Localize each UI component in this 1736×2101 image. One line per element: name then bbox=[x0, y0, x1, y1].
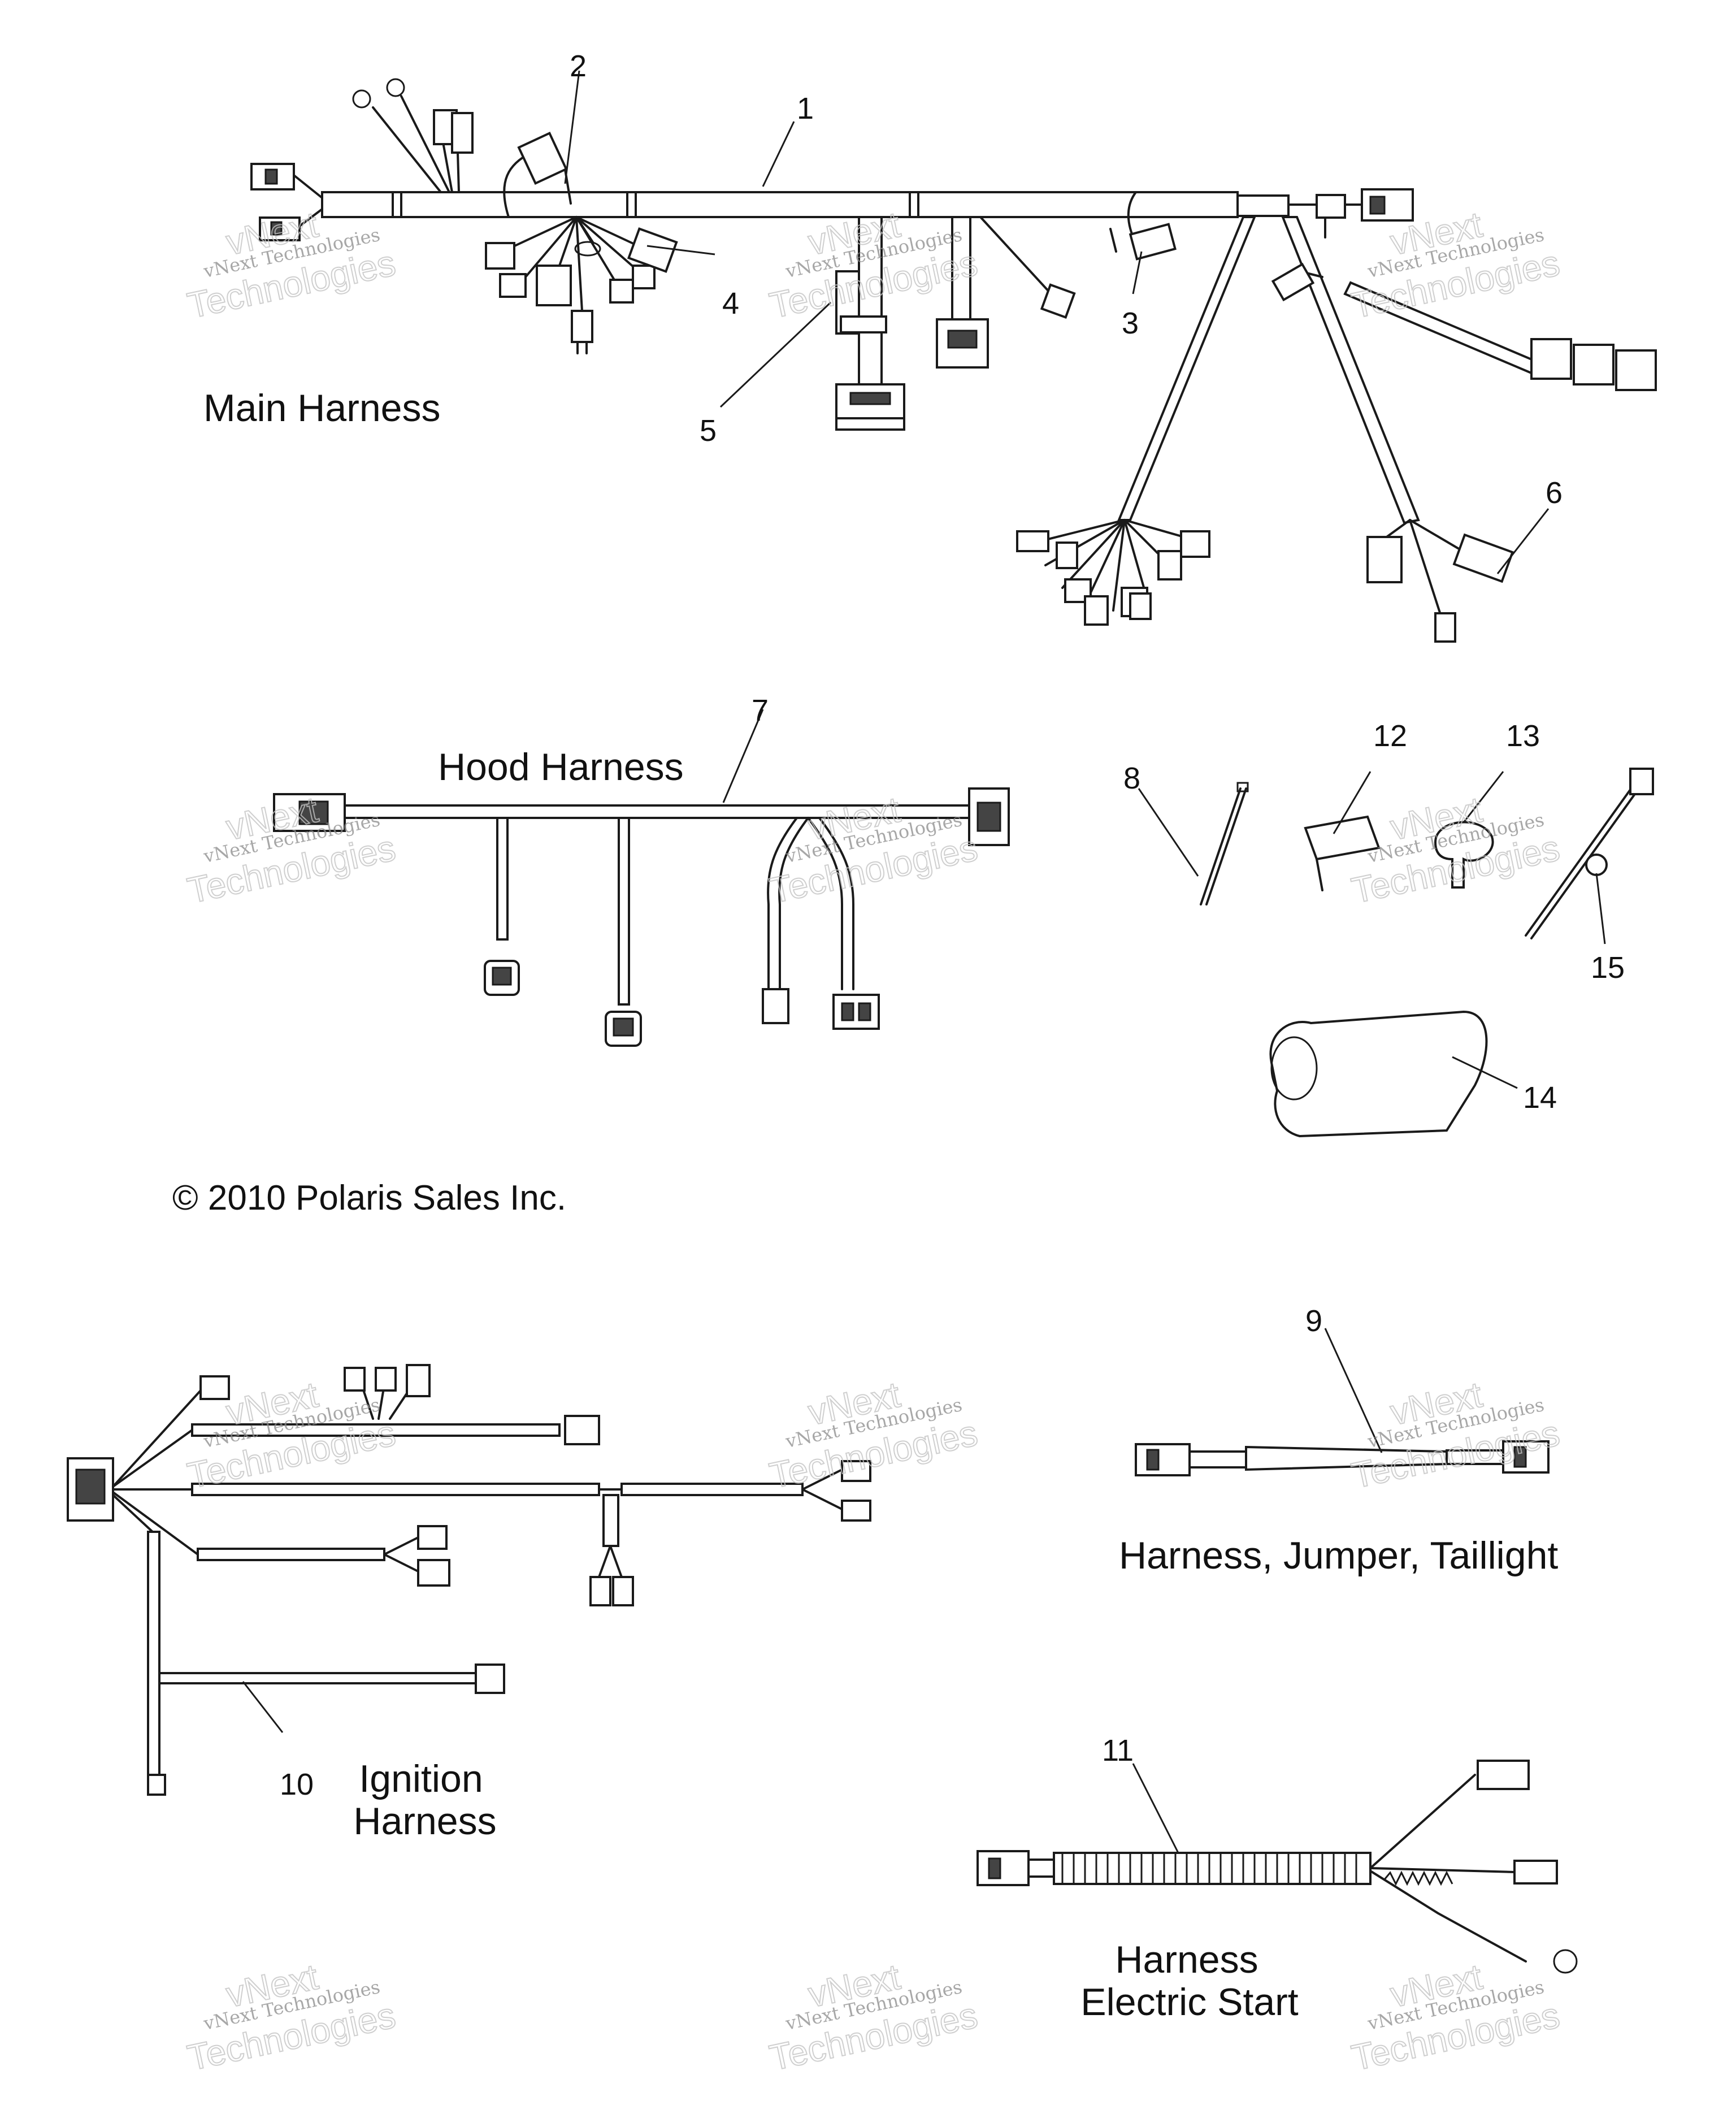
watermark: vNext vNext Technologies Technologies bbox=[184, 1956, 400, 2079]
callout-10: 10 bbox=[280, 1768, 314, 1801]
title-ignition-line1: Ignition bbox=[359, 1757, 483, 1800]
callout-7: 7 bbox=[752, 694, 769, 727]
section-titles: Main Harness Hood Harness Harness, Jumpe… bbox=[203, 387, 1558, 2024]
callout-6: 6 bbox=[1546, 476, 1563, 510]
main-harness-drawing bbox=[250, 78, 1657, 643]
callout-12: 12 bbox=[1373, 719, 1407, 753]
callout-15: 15 bbox=[1591, 951, 1625, 985]
title-electric-start-line1: Harness bbox=[1115, 1938, 1258, 1981]
callout-1: 1 bbox=[797, 92, 814, 125]
small-parts-drawing bbox=[1200, 768, 1654, 1138]
watermark: vNext vNext Technologies Technologies bbox=[766, 1956, 982, 2079]
leader-lines bbox=[242, 70, 1606, 1853]
watermark: vNext vNext Technologies Technologies bbox=[766, 1374, 982, 1497]
callout-3: 3 bbox=[1122, 306, 1139, 340]
hood-harness-drawing bbox=[273, 787, 1010, 1047]
callout-8: 8 bbox=[1123, 761, 1140, 795]
callout-numbers: 1 2 3 4 5 6 7 8 9 10 11 12 13 14 15 bbox=[280, 49, 1625, 1801]
copyright-text: © 2010 Polaris Sales Inc. bbox=[172, 1179, 566, 1218]
callout-11: 11 bbox=[1102, 1734, 1134, 1768]
title-ignition-line2: Harness bbox=[353, 1800, 496, 1843]
title-hood-harness: Hood Harness bbox=[438, 746, 684, 789]
callout-5: 5 bbox=[700, 414, 717, 448]
callout-2: 2 bbox=[570, 49, 587, 83]
watermark: vNext vNext Technologies Technologies bbox=[766, 789, 982, 912]
electric-start-drawing bbox=[976, 1760, 1578, 1974]
watermark: vNext vNext Technologies Technologies bbox=[184, 789, 400, 912]
title-main-harness: Main Harness bbox=[203, 387, 441, 430]
watermark: vNext vNext Technologies Technologies bbox=[1348, 1956, 1564, 2079]
callout-9: 9 bbox=[1305, 1304, 1322, 1338]
callout-13: 13 bbox=[1506, 719, 1540, 753]
title-electric-start-line2: Electric Start bbox=[1080, 1981, 1299, 2024]
callout-4: 4 bbox=[722, 287, 739, 320]
title-taillight-jumper: Harness, Jumper, Taillight bbox=[1119, 1534, 1558, 1577]
ignition-harness-drawing bbox=[67, 1364, 871, 1796]
callout-14: 14 bbox=[1523, 1081, 1557, 1115]
